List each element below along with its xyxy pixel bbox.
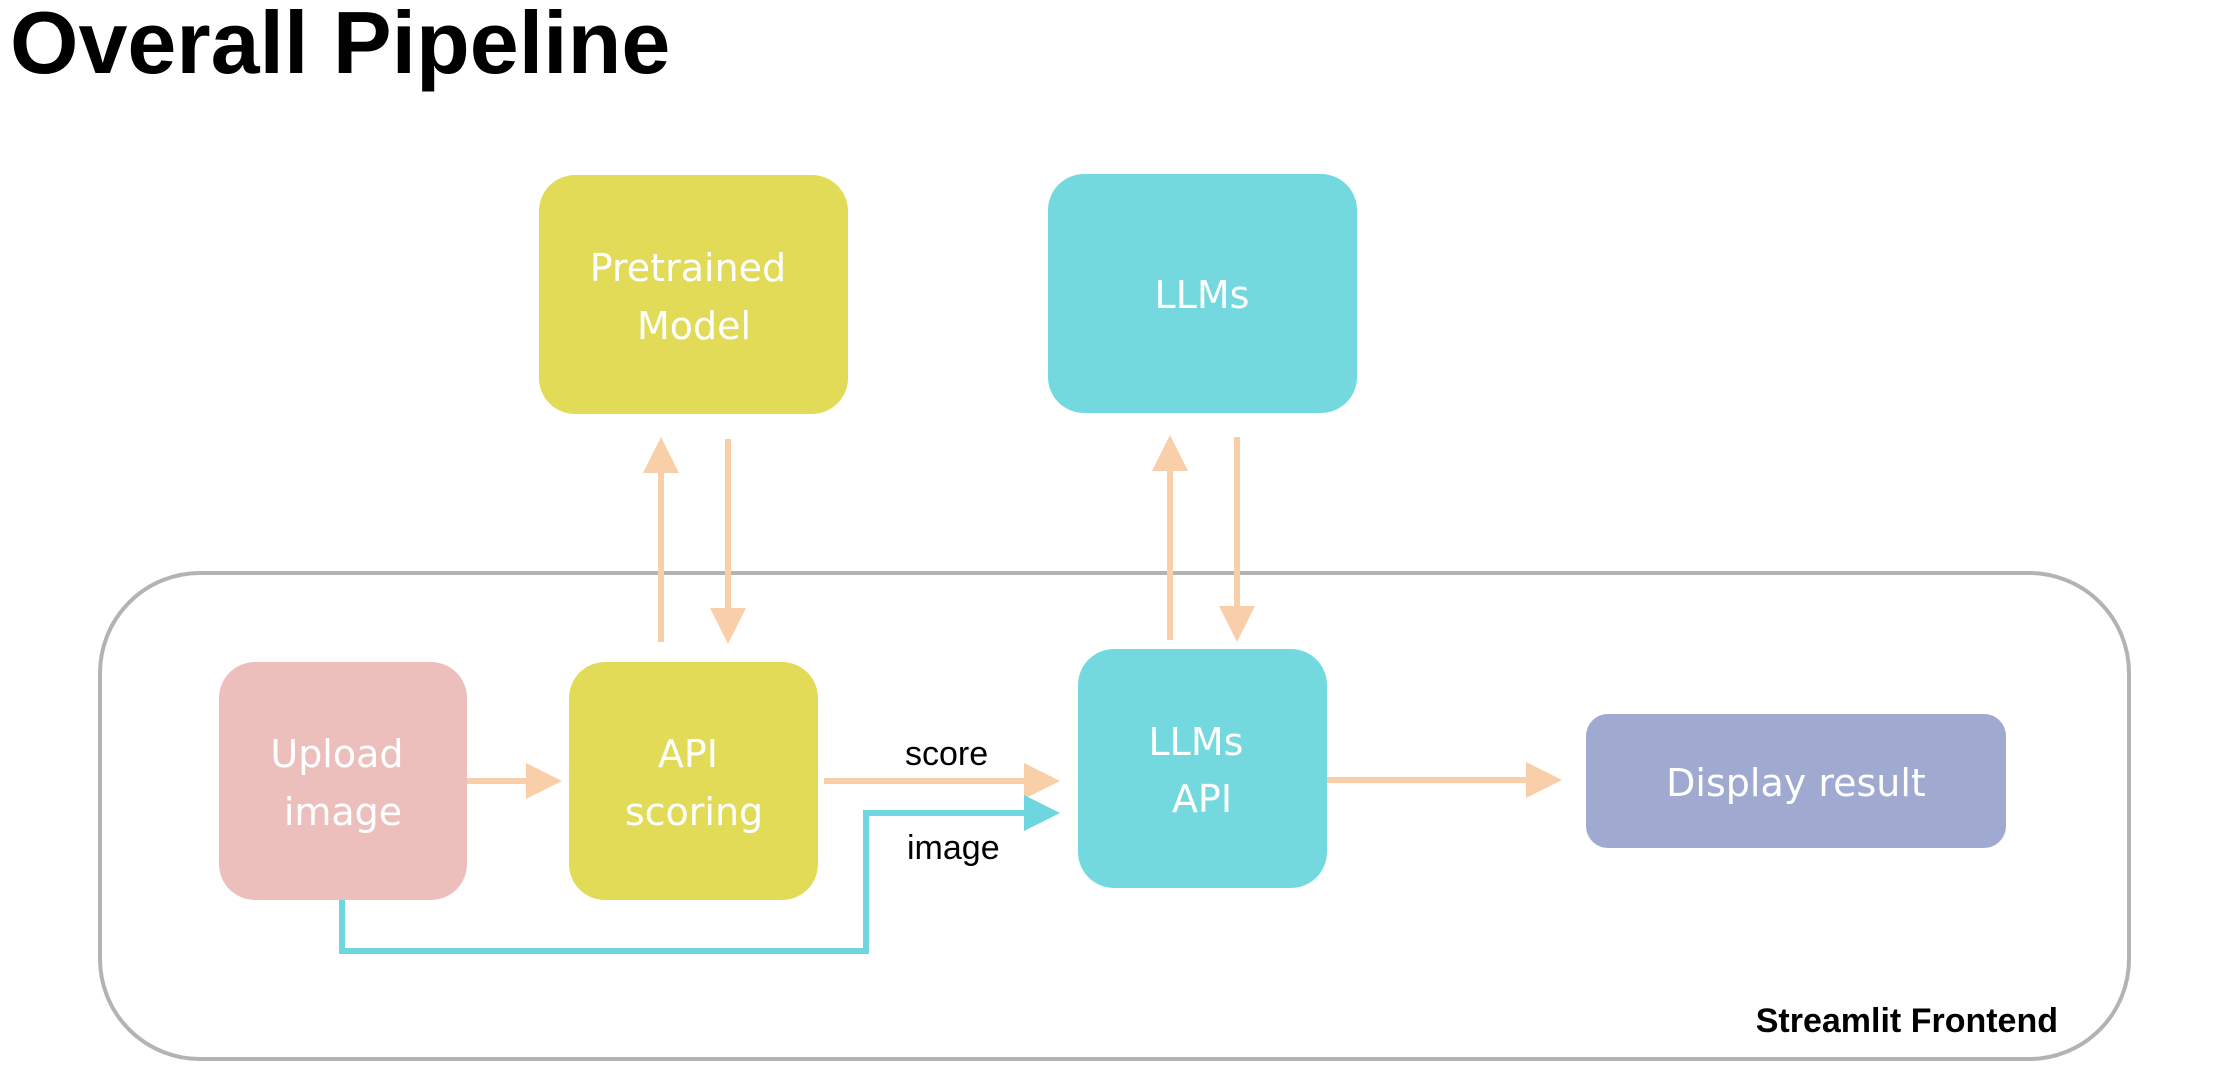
streamlit-frontend-frame — [98, 571, 2131, 1061]
frame-label: Streamlit Frontend — [1756, 1002, 2058, 1040]
page-title: Overall Pipeline — [10, 0, 671, 92]
node-label-line: API — [1172, 777, 1232, 821]
node-label-line: Model — [637, 304, 751, 348]
node-label: LLMs API — [1148, 720, 1255, 821]
node-label-line: Pretrained — [590, 246, 786, 290]
node-label: Display result — [1666, 761, 1926, 805]
node-label-line: LLMs — [1155, 273, 1250, 317]
node-upload-image-box — [219, 662, 467, 900]
node-pretrained-model: Pretrained Model — [539, 175, 848, 414]
node-label: Upload image — [270, 732, 415, 834]
node-label: LLMs — [1155, 273, 1250, 317]
edge-upload-to-llmsapi — [339, 795, 1060, 954]
node-display-result: Display result — [1586, 714, 2006, 848]
node-label-line: scoring — [625, 790, 763, 834]
node-label: API scoring — [625, 732, 763, 834]
node-llms: LLMs — [1048, 174, 1357, 413]
edge-label-score: score — [905, 735, 988, 773]
node-upload-image: Upload image — [219, 662, 467, 900]
node-label-line: image — [284, 790, 402, 834]
node-label: Pretrained Model — [590, 246, 798, 348]
node-api-scoring-box — [569, 662, 818, 900]
node-label-line: Display result — [1666, 761, 1926, 805]
node-label-line: Upload — [270, 732, 403, 776]
node-llms-api-box — [1078, 649, 1327, 888]
edge-label-image: image — [907, 829, 1000, 867]
node-display-result-box — [1586, 714, 2006, 848]
node-llms-api: LLMs API — [1078, 649, 1327, 888]
node-label-line: API — [658, 732, 718, 776]
node-label-line: LLMs — [1148, 720, 1243, 764]
node-api-scoring: API scoring — [569, 662, 818, 900]
node-pretrained-model-box — [539, 175, 848, 414]
node-llms-box — [1048, 174, 1357, 413]
